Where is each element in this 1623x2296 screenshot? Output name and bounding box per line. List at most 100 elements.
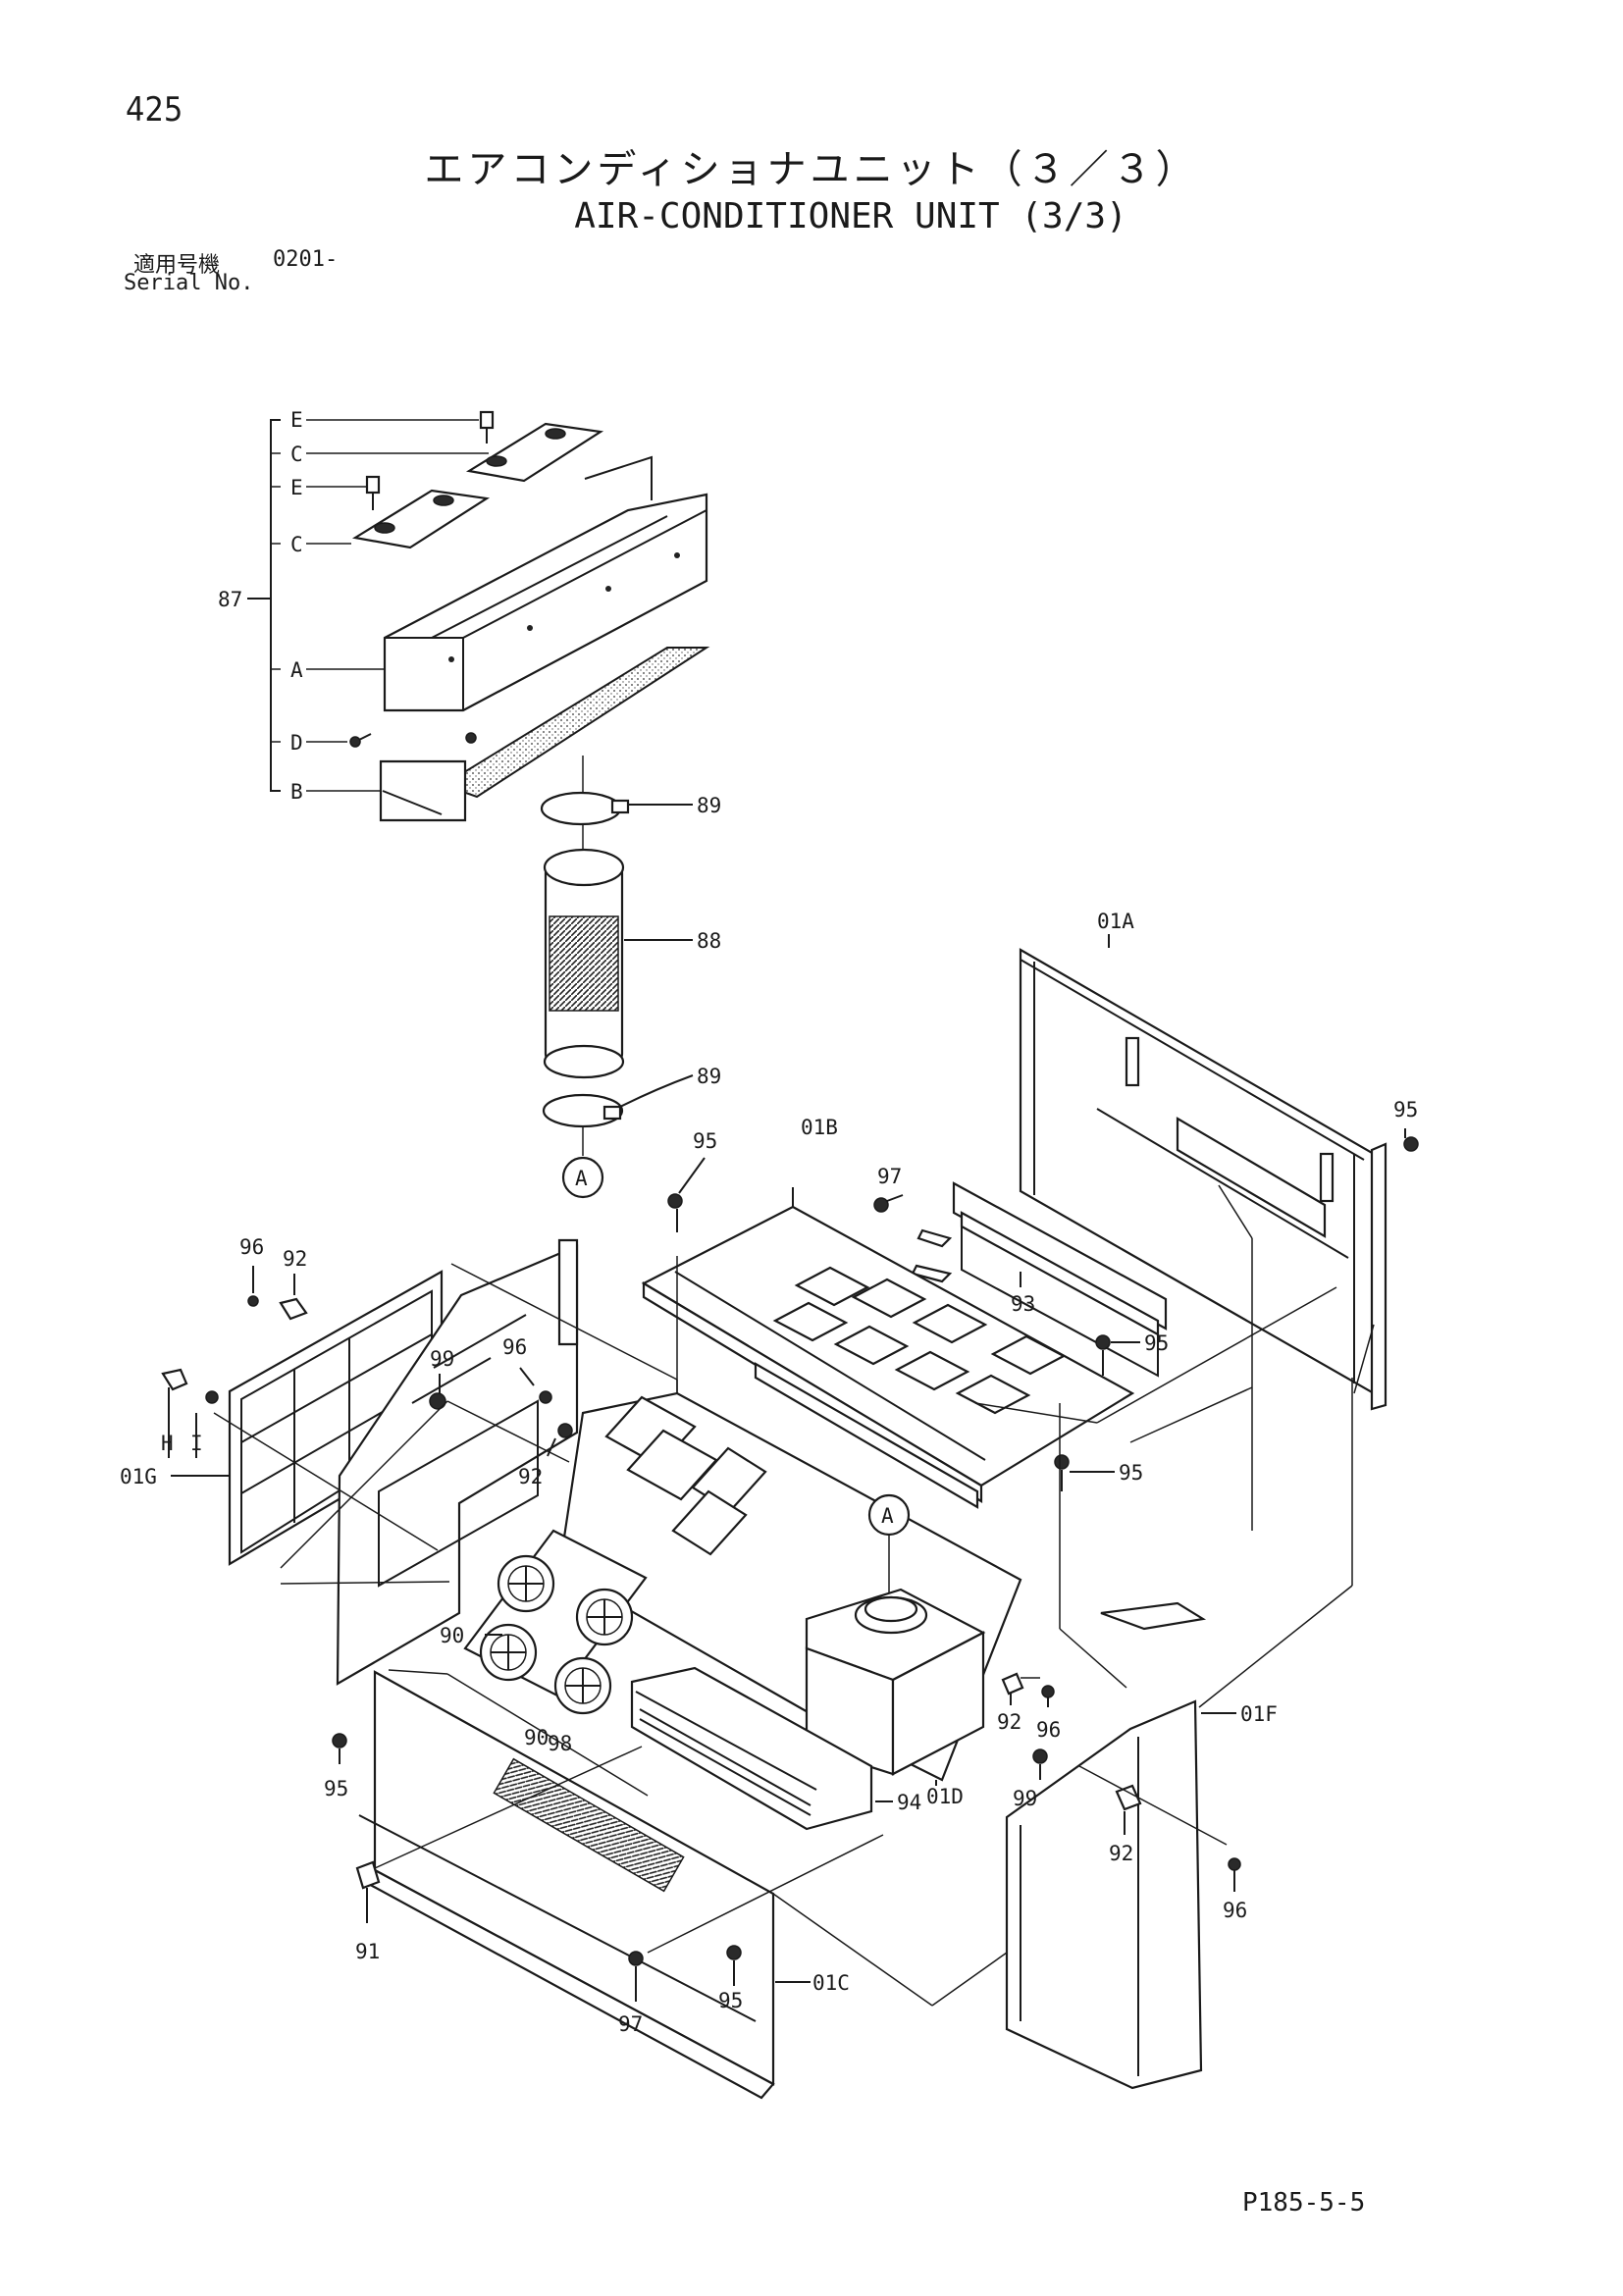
- callout-99-a: 99: [430, 1347, 454, 1371]
- panel-01b: 01B: [641, 1116, 1135, 1509]
- callout-96-d: 96: [1223, 1899, 1247, 1922]
- screw-h-icon: H: [161, 1368, 188, 1458]
- callout-92-c: 92: [997, 1710, 1021, 1734]
- 01b-openings: [772, 1266, 1067, 1415]
- alignment-lines: [213, 1184, 1375, 2007]
- sublabel-c-1: C: [290, 443, 303, 466]
- callout-95-b: 95: [693, 1129, 717, 1153]
- screw-i-icon: I: [190, 1390, 219, 1458]
- assembly-87-label: 87: [218, 588, 242, 611]
- hose-clamp-89-bottom: 89: [542, 1065, 721, 1128]
- callout-97-a: 97: [877, 1165, 902, 1188]
- flexible-hose-88: 88: [543, 848, 721, 1079]
- callout-01d: 01D: [926, 1785, 964, 1808]
- screw-96-icon: 96: [1036, 1685, 1061, 1742]
- fitting-92-icon: 92: [997, 1672, 1024, 1734]
- callout-90-a: 90: [440, 1624, 464, 1647]
- callout-01f: 01F: [1240, 1702, 1278, 1726]
- callout-88: 88: [697, 929, 721, 953]
- fitting-94-icon: 94: [630, 1666, 921, 1831]
- callout-a-2: A: [881, 1504, 894, 1528]
- sublabel-a: A: [290, 658, 303, 682]
- screw-d-icon: [465, 732, 477, 744]
- screw-95-icon: 95: [1095, 1331, 1169, 1376]
- sublabel-b: B: [290, 780, 303, 804]
- callout-96-c: 96: [1036, 1718, 1061, 1742]
- callout-i: I: [190, 1432, 203, 1455]
- hose-clamp-89-top: 89: [540, 791, 721, 826]
- screw-95-icon: 95: [1054, 1454, 1143, 1491]
- vent-louver-c-icon: [465, 422, 604, 483]
- callout-01g: 01G: [120, 1465, 157, 1488]
- assembly-87-bracket: [270, 419, 281, 792]
- filter-panel: [379, 647, 710, 822]
- callout-97-b: 97: [618, 2012, 643, 2036]
- callout-96-a: 96: [239, 1235, 264, 1259]
- fitting-92-icon: 92: [1109, 1784, 1142, 1865]
- callout-95-e: 95: [324, 1777, 348, 1800]
- callout-01b: 01B: [801, 1116, 838, 1139]
- callout-95-d: 95: [1119, 1461, 1143, 1485]
- callout-h: H: [161, 1432, 174, 1455]
- callout-92-b: 92: [518, 1465, 543, 1488]
- callout-93: 93: [1011, 1292, 1035, 1316]
- screw-95-icon: 95: [324, 1733, 348, 1800]
- callout-a-1: A: [575, 1167, 588, 1190]
- title-english: AIR-CONDITIONER UNIT (3/3): [574, 196, 1127, 236]
- fan-icon: [575, 1588, 634, 1646]
- screw-95-icon: 95: [1393, 1098, 1419, 1152]
- serial-label-english: Serial No.: [124, 271, 254, 295]
- assembly-87-sublabels: E C E C A D B: [271, 408, 489, 804]
- screw-95-icon: 95: [667, 1129, 717, 1232]
- main-frame-housing: [336, 1238, 579, 1686]
- callout-91: 91: [355, 1940, 380, 1963]
- duct-box-a: [383, 455, 708, 712]
- fitting-92-icon: 92: [518, 1423, 573, 1488]
- callout-92-a: 92: [283, 1247, 307, 1271]
- callout-92-d: 92: [1109, 1842, 1133, 1865]
- sublabel-c-2: C: [290, 533, 303, 556]
- reference-a-circle: A: [561, 1156, 604, 1199]
- callout-95-a: 95: [1393, 1098, 1418, 1122]
- screw-d-icon: [349, 733, 372, 748]
- callout-94: 94: [897, 1791, 921, 1814]
- fan-motor-90-group: 90 90 98: [440, 1529, 648, 1755]
- page-code: P185-5-5: [1242, 2188, 1366, 2218]
- part-93-frame: 93: [911, 1181, 1168, 1378]
- serial-value: 0201-: [273, 247, 339, 272]
- callout-98: 98: [548, 1732, 572, 1755]
- callout-89-top: 89: [697, 794, 721, 817]
- screw-97-icon: 97: [618, 1951, 644, 2036]
- fan-icon: [479, 1623, 538, 1682]
- callout-95-f: 95: [718, 1989, 743, 2012]
- callout-99-b: 99: [1013, 1787, 1037, 1810]
- screw-95-icon: 95: [718, 1945, 743, 2012]
- sublabel-e-2: E: [290, 476, 303, 499]
- sublabel-e-1: E: [290, 408, 303, 432]
- callout-95-c: 95: [1144, 1331, 1169, 1355]
- screw-96-icon: 96: [239, 1235, 264, 1307]
- serial-label-japanese: 適用号機: [133, 253, 221, 278]
- panel-01a: 01A: [1019, 910, 1387, 1411]
- screw-e-icon: [479, 410, 495, 444]
- panel-01c: 01C: [358, 1670, 850, 2100]
- page-number: 425: [126, 90, 183, 130]
- assembly-87-group: 87 E C E C A D B: [218, 408, 710, 822]
- panel-01f: 01F: [1005, 1601, 1278, 2090]
- callout-01c: 01C: [812, 1971, 850, 1995]
- grommet-99-icon: 99: [429, 1347, 454, 1410]
- sublabel-d: D: [290, 731, 303, 755]
- title-japanese: エアコンディショナユニット（３／３）: [424, 147, 1199, 192]
- plug-91-icon: 91: [355, 1860, 381, 1963]
- fan-icon: [553, 1656, 612, 1715]
- screw-96-icon: 96: [1223, 1857, 1247, 1922]
- callout-90-b: 90: [524, 1726, 549, 1749]
- vent-louver-c-icon: [351, 489, 491, 549]
- callout-01a: 01A: [1097, 910, 1134, 933]
- screw-97-icon: 97: [873, 1165, 904, 1213]
- screw-96-icon: 96: [502, 1335, 552, 1404]
- fan-icon: [497, 1554, 555, 1613]
- fitting-92-icon: 92: [279, 1247, 308, 1321]
- grommet-99-icon: 99: [1013, 1748, 1048, 1810]
